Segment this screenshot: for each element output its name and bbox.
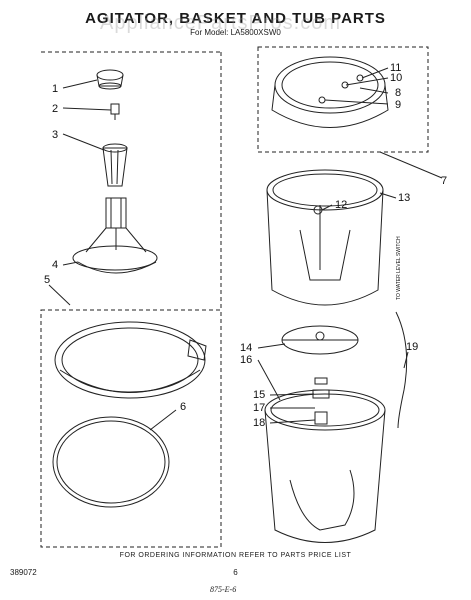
model-label: For Model: LA5800XSW0	[190, 28, 281, 37]
agitator-cap	[96, 69, 124, 90]
tub-seal	[52, 416, 170, 508]
document-number: 389072	[10, 568, 37, 577]
agitator-barrel	[102, 143, 128, 187]
callout-7: 7	[441, 175, 447, 187]
leader-14	[257, 343, 286, 349]
callout-8: 8	[395, 87, 401, 99]
leader-10	[345, 77, 389, 86]
leader-16	[257, 359, 281, 401]
agitator-post	[105, 197, 127, 229]
leader-8	[359, 87, 389, 94]
diagram-title: AGITATOR, BASKET AND TUB PARTS	[85, 10, 386, 27]
handwritten-code: 875-E-6	[210, 585, 237, 594]
leader-2	[62, 107, 112, 111]
leader-5	[48, 284, 71, 306]
page-number: 6	[233, 568, 238, 577]
basket-drive-plate	[281, 325, 359, 355]
callout-17: 17	[253, 402, 265, 414]
callout-4: 4	[52, 259, 58, 271]
tub-ring	[54, 321, 207, 399]
water-level-note: TO WATER LEVEL SWITCH	[396, 236, 402, 300]
callout-11: 11	[390, 62, 401, 74]
leader-9	[324, 99, 389, 105]
callout-6: 6	[180, 401, 186, 413]
agitator-stud	[110, 103, 120, 120]
agitator-skirt	[72, 227, 158, 274]
callout-12: 12	[335, 199, 347, 211]
pressure-hose	[395, 311, 408, 429]
callout-1: 1	[52, 83, 58, 95]
leader-3	[62, 133, 105, 151]
ordering-note: FOR ORDERING INFORMATION REFER TO PARTS …	[119, 552, 352, 559]
wash-basket	[266, 169, 384, 306]
callout-5: 5	[44, 274, 50, 286]
callout-9: 9	[395, 99, 401, 111]
leader-11	[361, 67, 389, 79]
leader-13	[379, 192, 397, 199]
callout-2: 2	[52, 103, 58, 115]
leader-7	[379, 151, 443, 179]
callout-15: 15	[253, 389, 265, 401]
callout-16: 16	[240, 354, 252, 366]
leader-18	[269, 419, 316, 424]
callout-13: 13	[398, 192, 410, 204]
leader-4	[62, 261, 79, 266]
callout-14: 14	[240, 342, 252, 354]
callout-3: 3	[52, 129, 58, 141]
balance-ring-group-box	[257, 46, 429, 153]
leader-6	[149, 409, 177, 431]
leader-19	[403, 351, 409, 369]
balance-ring	[271, 56, 389, 128]
callout-18: 18	[253, 417, 265, 429]
leader-12	[321, 204, 333, 211]
tub-ring-group-box	[40, 309, 222, 548]
watermark: AppliancePartsPros.com	[100, 12, 341, 34]
outer-tub	[264, 377, 386, 543]
callout-10: 10	[390, 72, 402, 84]
callout-19: 19	[406, 341, 418, 353]
leader-1	[62, 79, 98, 89]
